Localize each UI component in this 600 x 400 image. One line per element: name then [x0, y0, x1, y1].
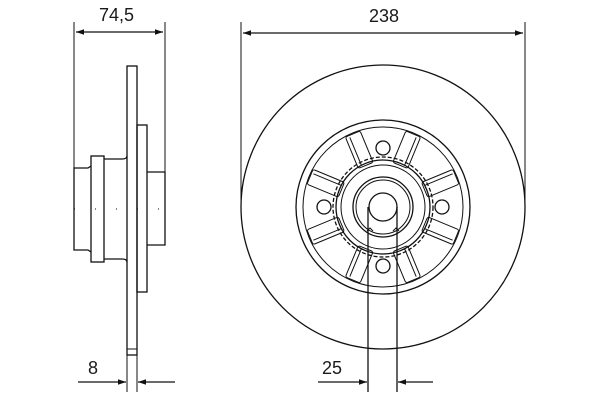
- center-bore: [368, 192, 398, 222]
- front-view: [240, 22, 526, 392]
- dimension-label-thickness: 8: [88, 358, 99, 378]
- hub-neck: [104, 155, 128, 263]
- disc-outer-edge: [240, 64, 526, 350]
- side-view: [73, 22, 175, 392]
- hub-ribs: [307, 131, 459, 283]
- hub-flange: [90, 155, 105, 263]
- hub-step: [136, 124, 148, 293]
- tone-ring-teeth: [332, 156, 434, 258]
- hub-stub: [147, 171, 166, 246]
- tone-ring: [335, 159, 431, 255]
- hub-body: [73, 165, 92, 253]
- bearing-ring: [352, 176, 414, 238]
- hub-outer-ring: [295, 119, 471, 295]
- dimension-label-diameter: 238: [369, 6, 400, 26]
- disc-plate: [126, 65, 138, 356]
- dimension-label-height: 74,5: [99, 5, 135, 25]
- dimension-label-bore: 25: [322, 358, 343, 378]
- bolt-holes: [316, 140, 450, 274]
